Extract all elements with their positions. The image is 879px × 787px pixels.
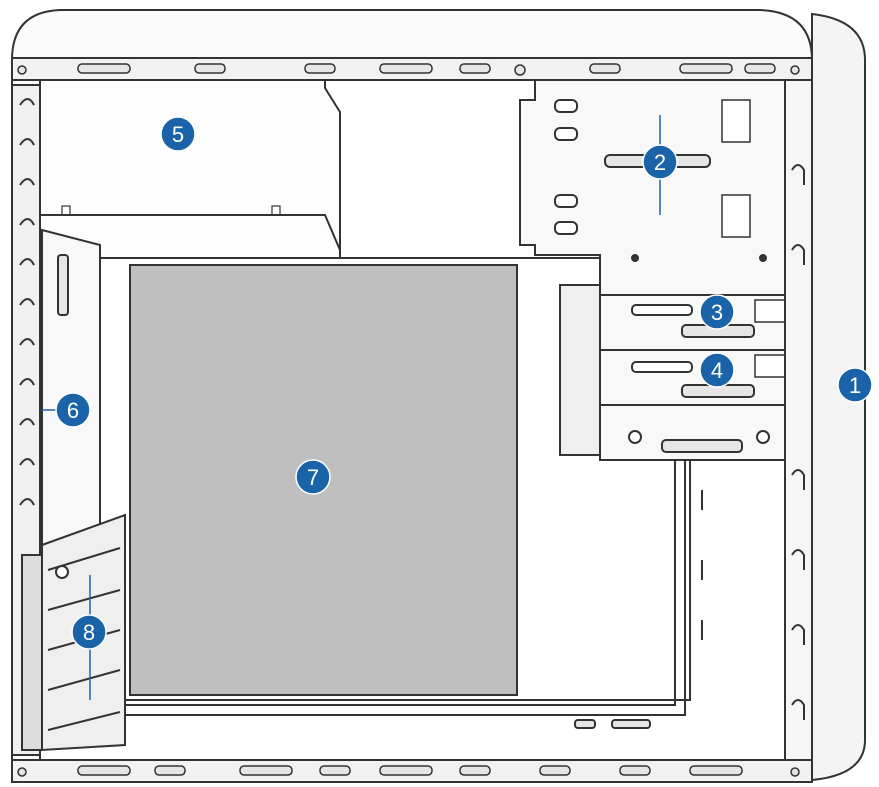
svg-text:4: 4 [711,358,723,383]
callout-2: 2 [642,144,678,180]
svg-text:7: 7 [307,465,319,490]
svg-text:6: 6 [67,398,79,423]
power-supply-bay [39,79,341,259]
svg-text:3: 3 [711,300,723,325]
front-rail [701,79,813,761]
bottom-rail-slots [17,765,800,777]
callout-3: 3 [699,294,735,330]
callout-8: 8 [71,614,107,650]
side-vent-column [11,84,101,756]
svg-text:5: 5 [172,122,184,147]
callout-7: 7 [295,459,331,495]
svg-text:1: 1 [849,373,861,398]
drive-cage [519,79,786,461]
callout-5: 5 [160,116,196,152]
front-bezel [811,12,866,782]
callout-1: 1 [837,367,873,403]
svg-text:2: 2 [654,150,666,175]
top-rail-slots [17,63,800,76]
motherboard-tray [100,257,691,729]
callout-4: 4 [699,352,735,388]
svg-text:8: 8 [83,620,95,645]
callout-6: 6 [55,392,91,428]
